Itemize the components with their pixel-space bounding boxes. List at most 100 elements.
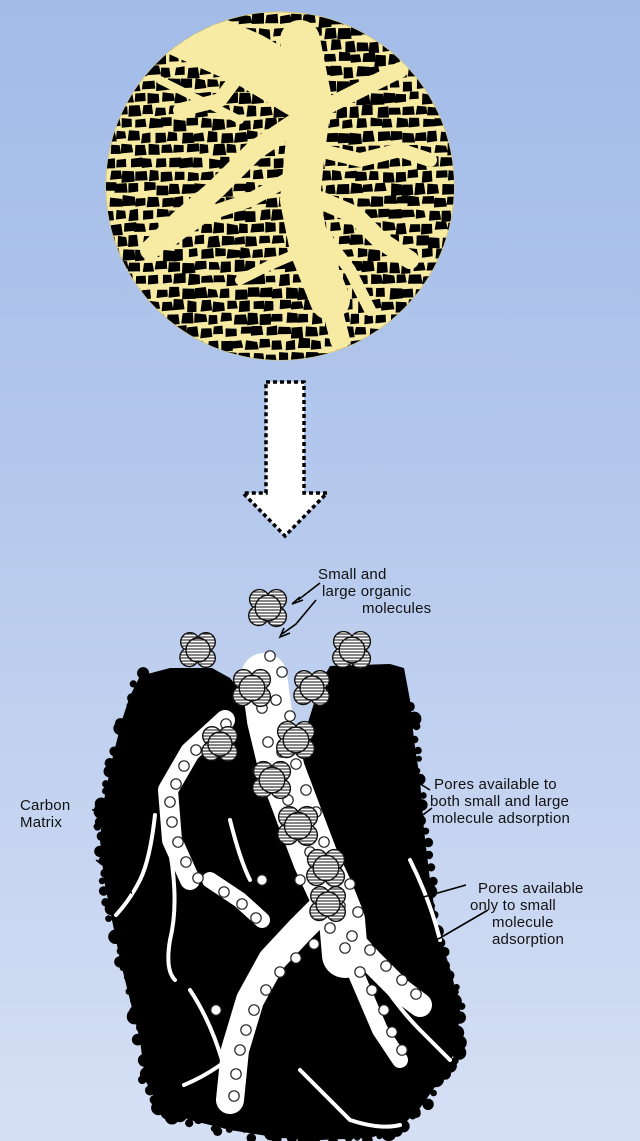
- granule-cell: [117, 287, 128, 299]
- granule-cell: [128, 105, 141, 117]
- granule-cell: [102, 131, 116, 142]
- granule-cell: [130, 288, 140, 297]
- granule-cell: [441, 211, 451, 223]
- granule-cell: [390, 288, 404, 300]
- granule-cell: [265, 355, 277, 364]
- granule-cell: [402, 53, 411, 63]
- granule-cell: [378, 131, 391, 141]
- small-molecule: [275, 967, 285, 977]
- granule-cell: [107, 328, 121, 339]
- granule-cell: [142, 158, 153, 168]
- granule-cell: [182, 133, 194, 144]
- small-molecule: [309, 939, 319, 949]
- granule-cell: [279, 274, 290, 287]
- granule-cell: [415, 132, 427, 141]
- granule-cell: [407, 351, 420, 363]
- label-pores-small: Pores available only to small molecule a…: [478, 880, 584, 948]
- granule-cell: [298, 338, 310, 348]
- granule-cell: [148, 42, 158, 52]
- granule-cell: [173, 299, 185, 310]
- label-pores-both: Pores available to both small and large …: [434, 776, 570, 827]
- small-molecule: [397, 975, 407, 985]
- granule-cell: [213, 326, 223, 335]
- granule-cell: [272, 340, 283, 350]
- granule-cell: [173, 273, 186, 284]
- granule-cell: [128, 81, 141, 92]
- small-molecule: [165, 797, 175, 807]
- granule-cell: [430, 312, 441, 324]
- edge-blot: [173, 1108, 188, 1123]
- granule-cell: [422, 67, 435, 76]
- granule-cell: [156, 186, 168, 196]
- granule-cell: [161, 172, 173, 182]
- edge-blot: [414, 747, 422, 755]
- granule-cell: [291, 327, 303, 339]
- granule-cell: [260, 209, 271, 220]
- granule-cell: [162, 302, 174, 312]
- granule-cell: [447, 197, 458, 205]
- granule-cell: [286, 287, 299, 298]
- granule-cell: [264, 301, 274, 312]
- granule-cell: [188, 274, 200, 286]
- granule-cell: [401, 340, 415, 349]
- granule-cell: [357, 42, 369, 51]
- edge-blot: [113, 722, 126, 735]
- granule-cell: [427, 184, 439, 195]
- granule-cell: [135, 327, 146, 336]
- granule-cell: [371, 196, 384, 207]
- granule-cell: [194, 261, 206, 270]
- edge-blot: [136, 1022, 146, 1032]
- edge-blot: [108, 930, 122, 944]
- large-molecule-lobe: [283, 727, 309, 753]
- granule-cell: [330, 66, 342, 76]
- granule-cell: [246, 106, 256, 117]
- small-molecule: [173, 837, 183, 847]
- granule-cell: [408, 274, 423, 283]
- granule-cell: [182, 263, 196, 274]
- large-molecule: [202, 727, 237, 762]
- edge-blot: [99, 878, 106, 885]
- edge-blot: [94, 803, 110, 819]
- granule-cell: [109, 42, 120, 53]
- edge-blot: [429, 877, 438, 886]
- granule-cell: [441, 262, 452, 275]
- granule-cell: [422, 171, 433, 183]
- granule-cell: [111, 273, 121, 285]
- granule-cell: [187, 67, 199, 78]
- granule-cell: [103, 54, 117, 61]
- large-molecule: [333, 632, 371, 669]
- granule-cell: [381, 302, 394, 311]
- granule-cell: [374, 183, 387, 192]
- granule-cell: [213, 222, 224, 234]
- granule-cell: [110, 351, 122, 362]
- edge-blot: [141, 1043, 148, 1050]
- small-molecule: [295, 875, 305, 885]
- granule-cell: [201, 118, 212, 128]
- small-molecule: [191, 745, 201, 755]
- granule-cell: [421, 224, 433, 235]
- granule-cell: [128, 235, 138, 247]
- granule-cell: [135, 119, 146, 128]
- granule-cell: [143, 313, 157, 324]
- granule-cell: [234, 132, 248, 143]
- granule-cell: [390, 28, 400, 38]
- edge-blot: [427, 863, 435, 871]
- granule-cell: [110, 198, 123, 207]
- label-carbon-matrix-line-1: Carbon: [20, 797, 70, 814]
- granule-cell: [104, 29, 115, 39]
- granule-cell: [212, 119, 226, 131]
- granule-cell: [149, 144, 160, 155]
- granule-cell: [155, 315, 164, 324]
- granule-cell: [260, 314, 271, 326]
- edge-blot: [145, 1085, 155, 1095]
- granule-cell: [239, 300, 250, 312]
- granule-cell: [247, 287, 260, 297]
- granule-cell: [455, 80, 468, 90]
- granule-cell: [122, 118, 132, 128]
- granule-cell: [429, 211, 441, 221]
- granule-cell: [429, 340, 443, 350]
- granule-cell: [435, 41, 448, 50]
- granule-cell: [414, 340, 426, 352]
- edge-blot: [127, 702, 134, 709]
- granule-cell: [454, 158, 464, 170]
